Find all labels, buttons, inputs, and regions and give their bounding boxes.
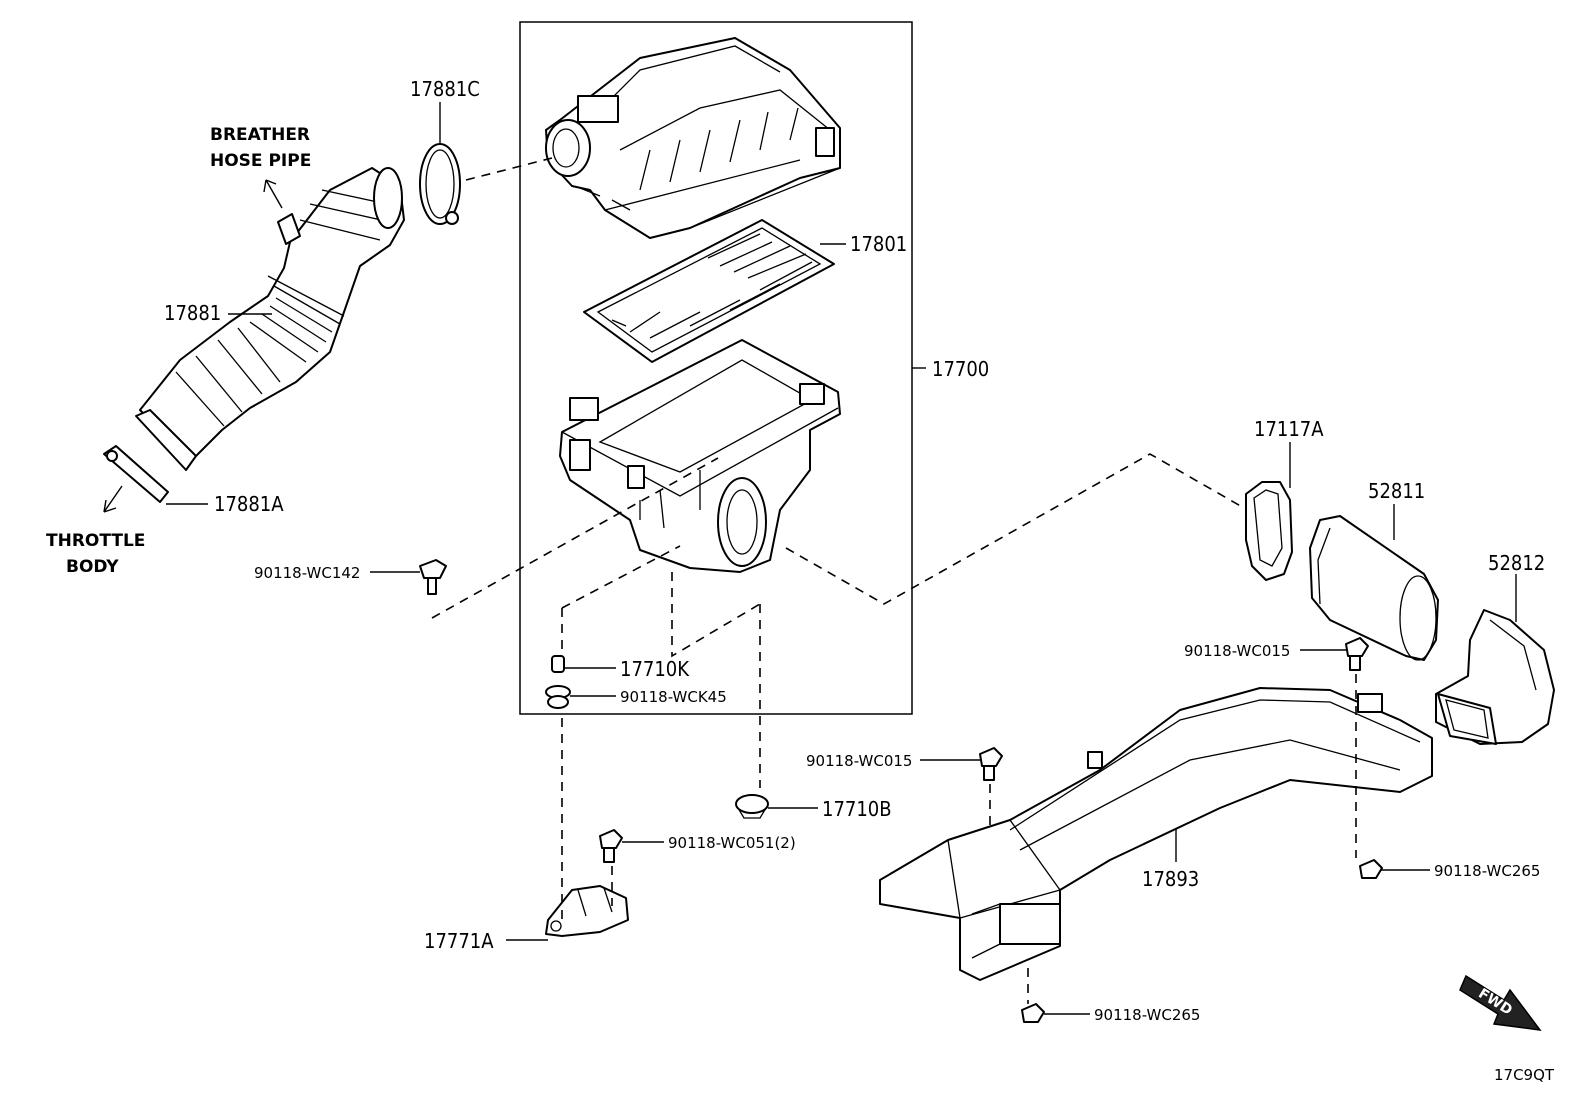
duct-seal-17117a [1245,481,1293,581]
label-17881c: 17881C [410,77,480,101]
note-breather-line1: BREATHER [210,125,310,145]
hose-clamp-17881a [103,445,169,503]
air-duct-52811 [1309,515,1439,661]
label-90118-wc051: 90118-WC051(2) [668,834,796,852]
grommet-90118-wck45 [545,685,571,709]
air-cleaner-case [559,339,841,573]
bolt-90118-wc051 [599,829,623,863]
figure-code: 17C9QT [1494,1066,1555,1084]
label-17771a: 17771A [424,929,494,953]
note-throttle-line2: BODY [66,557,119,577]
bracket-17771a [545,885,629,937]
label-17881a: 17881A [214,492,284,516]
label-17893: 17893 [1142,867,1199,891]
bolt-90118-wc015-left [979,747,1003,781]
fwd-arrow-icon: FWD [1459,974,1542,1031]
label-52812: 52812 [1488,551,1545,575]
bolt-90118-wc265-right [1359,859,1383,879]
label-52811: 52811 [1368,479,1425,503]
grommet-17710b [735,794,769,819]
label-90118-wc142: 90118-WC142 [254,564,360,582]
label-17801: 17801 [850,232,907,256]
intake-duct-17893 [879,687,1433,981]
hose-clamp-17881c [419,143,461,225]
air-duct-52812 [1435,609,1555,745]
label-17710b: 17710B [822,797,892,821]
label-17881: 17881 [164,301,221,325]
label-90118-wck45: 90118-WCK45 [620,688,727,706]
label-17710k: 17710K [620,657,690,681]
grommet-17710k [551,655,565,673]
air-intake-hose [135,167,405,471]
note-throttle-line1: THROTTLE [46,531,145,551]
label-17117a: 17117A [1254,417,1324,441]
air-filter-element [583,219,835,363]
label-90118-wc265-right: 90118-WC265 [1434,862,1540,880]
bolt-90118-wc265-bottom [1021,1003,1045,1023]
label-17700: 17700 [932,357,989,381]
label-90118-wc265-bottom: 90118-WC265 [1094,1006,1200,1024]
label-90118-wc015-right: 90118-WC015 [1184,642,1290,660]
note-breather-line2: HOSE PIPE [210,151,311,171]
bolt-90118-wc015-right [1345,637,1369,671]
bolt-90118-wc142 [419,559,447,595]
label-90118-wc015-left: 90118-WC015 [806,752,912,770]
air-cleaner-cap [545,37,841,239]
